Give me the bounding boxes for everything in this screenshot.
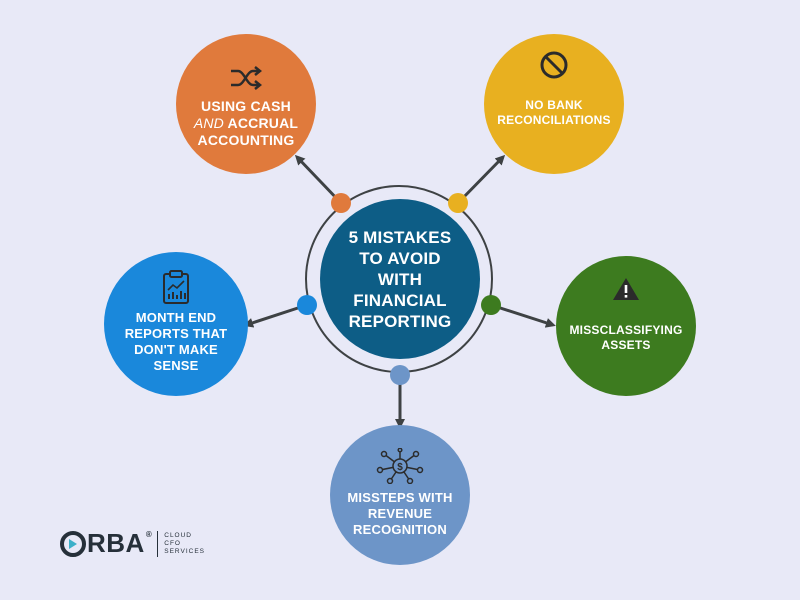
center-title-line: FINANCIAL [353, 290, 447, 310]
node-label-line: USING CASH [201, 97, 291, 114]
node-label-line: MONTH END [135, 310, 217, 325]
center-title-line: TO AVOID [359, 248, 441, 268]
dot-green [481, 295, 501, 315]
dot-orange [331, 193, 351, 213]
node-revenue-recognition: $ MISSTEPS WITH REVENUE RECOGNITION [330, 425, 470, 565]
dot-yellow [448, 193, 468, 213]
node-label-line: MISSCLASSIFYING [569, 323, 683, 337]
dollar-network-icon: $ [376, 448, 424, 484]
center-title-line: WITH [377, 269, 423, 289]
warning-icon [613, 278, 639, 300]
center-title-line: 5 MISTAKES [348, 227, 452, 247]
node-label-line: REPORTS THAT [124, 326, 228, 341]
arrow-cash-accrual [294, 154, 343, 205]
node-label-line: MISSTEPS WITH [347, 490, 453, 505]
node-misclassifying-assets: MISSCLASSIFYING ASSETS [556, 256, 696, 396]
svg-text:$: $ [397, 462, 403, 473]
node-label-line: NO BANK [525, 98, 583, 112]
node-label-italic: AND [193, 114, 224, 131]
logo-tagline-line: CFO [164, 539, 181, 547]
arrow-misclassifying-assets [490, 303, 556, 328]
logo-tagline-line: CLOUD [164, 531, 193, 539]
node-label-line: AND ACCRUAL [193, 114, 299, 131]
node-label-line: ASSETS [601, 338, 651, 352]
center-title-line: REPORTING [348, 311, 452, 331]
node-cash-accrual: USING CASH AND ACCRUAL ACCOUNTING [176, 34, 316, 174]
arrow-month-end-reports [243, 303, 308, 328]
node-label-line: RECOGNITION [353, 522, 447, 537]
node-label-line: DON'T MAKE [134, 342, 218, 357]
no-entry-icon [540, 51, 568, 79]
logo-wordmark: RBA ® [60, 528, 152, 559]
logo-registered-mark: ® [145, 530, 153, 539]
shuffle-icon [231, 65, 263, 90]
orba-logo: RBA ® CLOUD CFO SERVICES [60, 528, 205, 559]
dot-blue [297, 295, 317, 315]
logo-o-play-icon [60, 530, 86, 557]
node-label-line: SENSE [153, 358, 199, 373]
node-label-line: RECONCILIATIONS [497, 113, 611, 127]
logo-text: RBA [87, 528, 145, 558]
node-label-line: ACCOUNTING [197, 131, 295, 148]
node-bank-reconciliations: NO BANK RECONCILIATIONS [484, 34, 624, 174]
node-month-end-reports: MONTH END REPORTS THAT DON'T MAKE SENSE [104, 252, 248, 396]
logo-tagline-line: SERVICES [164, 547, 206, 555]
dot-steel [390, 365, 410, 385]
logo-tagline: CLOUD CFO SERVICES [164, 532, 205, 556]
node-label-line: REVENUE [367, 506, 433, 521]
clipboard-chart-icon [163, 270, 189, 304]
logo-divider [157, 530, 159, 557]
arrow-bank-reconciliations [456, 154, 506, 205]
center-title-circle: 5 MISTAKES TO AVOID WITH FINANCIAL REPOR… [320, 199, 480, 359]
